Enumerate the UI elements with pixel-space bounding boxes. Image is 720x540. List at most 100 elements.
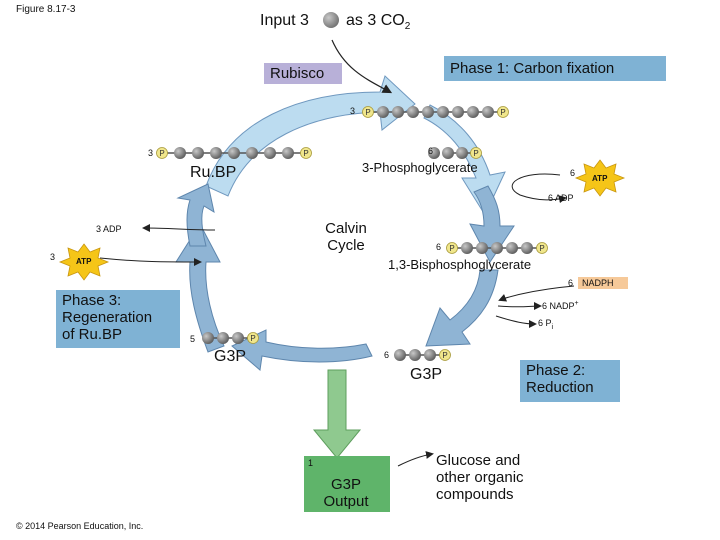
carbon-atom <box>407 106 419 118</box>
phosphate-group <box>439 349 451 361</box>
co2-label: as 3 CO2 <box>346 12 411 33</box>
g3p-left-molecule: P <box>202 332 259 344</box>
nadp-arrow <box>497 302 542 311</box>
carbon-atom <box>506 242 518 254</box>
pga-molecule: P <box>442 147 482 159</box>
adp-arrow-left <box>142 224 216 233</box>
atp-left-count: 3 <box>50 252 56 262</box>
pi-label: 6 Pi <box>538 318 554 331</box>
carbon-atom <box>491 242 503 254</box>
pga-label: 3-Phosphoglycerate <box>362 160 478 175</box>
g3p-right-label: G3P <box>410 366 443 383</box>
phase2-label: Phase 2:Reduction <box>520 360 620 402</box>
phosphate-group <box>300 147 312 159</box>
cycle-arrow-regeneration-up <box>175 223 225 353</box>
phosphate-group <box>536 242 548 254</box>
carbon-atom <box>422 106 434 118</box>
phosphate-group <box>362 106 374 118</box>
carbon-atom <box>202 332 214 344</box>
atp-right-label: ATP <box>592 174 608 183</box>
adp-right-label: 6 ADP <box>548 193 574 203</box>
carbon-atom <box>467 106 479 118</box>
phosphate-label: P <box>449 244 454 253</box>
carbon-atom <box>377 106 389 118</box>
phosphate-label: P <box>500 108 505 117</box>
carbon-atom <box>217 332 229 344</box>
phosphate-group <box>446 242 458 254</box>
atp-starburst-right <box>574 159 626 197</box>
pga-count: 6 <box>428 146 434 156</box>
nadp-label: 6 NADP+ <box>542 300 579 311</box>
phosphate-group <box>470 147 482 159</box>
co2-input-arrow <box>331 39 393 94</box>
phosphate-label: P <box>159 149 164 158</box>
glucose-arrow <box>397 451 434 467</box>
nadph-arrow <box>498 285 575 302</box>
cycle-arrow-output <box>312 369 362 459</box>
figure-label: Figure 8.17-3 <box>16 4 76 15</box>
carbon-atom <box>461 242 473 254</box>
atp-to-adp-arrow-right <box>511 173 567 204</box>
carbon-atom <box>456 147 468 159</box>
input-label: Input 3 <box>260 12 309 29</box>
copyright: © 2014 Pearson Education, Inc. <box>16 521 144 531</box>
carbon-atom <box>442 147 454 159</box>
pi-arrow <box>495 315 537 328</box>
rubp-in-count: 3 <box>350 106 356 116</box>
adp-left-label: 3 ADP <box>96 224 122 234</box>
atp-arrow-left <box>99 257 202 266</box>
atp-right-count: 6 <box>570 168 576 178</box>
nadph-count: 6 <box>568 278 574 288</box>
carbon-atom <box>428 147 440 159</box>
carbon-atom <box>424 349 436 361</box>
bpg-label: 1,3-Bisphosphoglycerate <box>388 257 532 272</box>
phosphate-group <box>156 147 168 159</box>
carbon-atom <box>437 106 449 118</box>
carbon-atom <box>482 106 494 118</box>
carbon-atom <box>210 147 222 159</box>
cycle-arrow-carbon-fixation <box>205 75 416 197</box>
atp-starburst-left <box>58 243 110 281</box>
phosphate-group <box>247 332 259 344</box>
cycle-arrow-regeneration-top <box>176 183 215 247</box>
phosphate-label: P <box>473 149 478 158</box>
phase1-label: Phase 1: Carbon fixation <box>444 56 666 81</box>
g3p-right-molecule: P <box>394 349 451 361</box>
phosphate-label: P <box>365 108 370 117</box>
rubp-count: 3 <box>148 148 154 158</box>
phosphate-label: P <box>303 149 308 158</box>
carbon-atom <box>452 106 464 118</box>
output-count: 1 <box>308 458 314 468</box>
phosphate-label: P <box>539 244 544 253</box>
carbon-atom <box>392 106 404 118</box>
bpg-count: 6 <box>436 242 442 252</box>
carbon-atom <box>174 147 186 159</box>
phosphate-group <box>497 106 509 118</box>
carbon-atom <box>232 332 244 344</box>
carbon-atom <box>282 147 294 159</box>
carbon-atom <box>521 242 533 254</box>
carbon-atom <box>394 349 406 361</box>
cycle-arrow-reduction <box>425 269 499 347</box>
atp-left-label: ATP <box>76 257 92 266</box>
g3p-left-label: G3P <box>214 348 247 365</box>
carbon-atom <box>409 349 421 361</box>
rubisco-label: Rubisco <box>264 63 342 84</box>
carbon-atom <box>228 147 240 159</box>
carbon-atom <box>264 147 276 159</box>
phosphate-label: P <box>250 334 255 343</box>
nadph-label: NADPH <box>578 277 628 289</box>
rubp-label: Ru.BP <box>190 164 237 181</box>
phosphate-label: P <box>442 351 447 360</box>
g3p-right-count: 6 <box>384 350 390 360</box>
carbon-atom <box>476 242 488 254</box>
carbon-atom <box>192 147 204 159</box>
carbon-atom <box>246 147 258 159</box>
